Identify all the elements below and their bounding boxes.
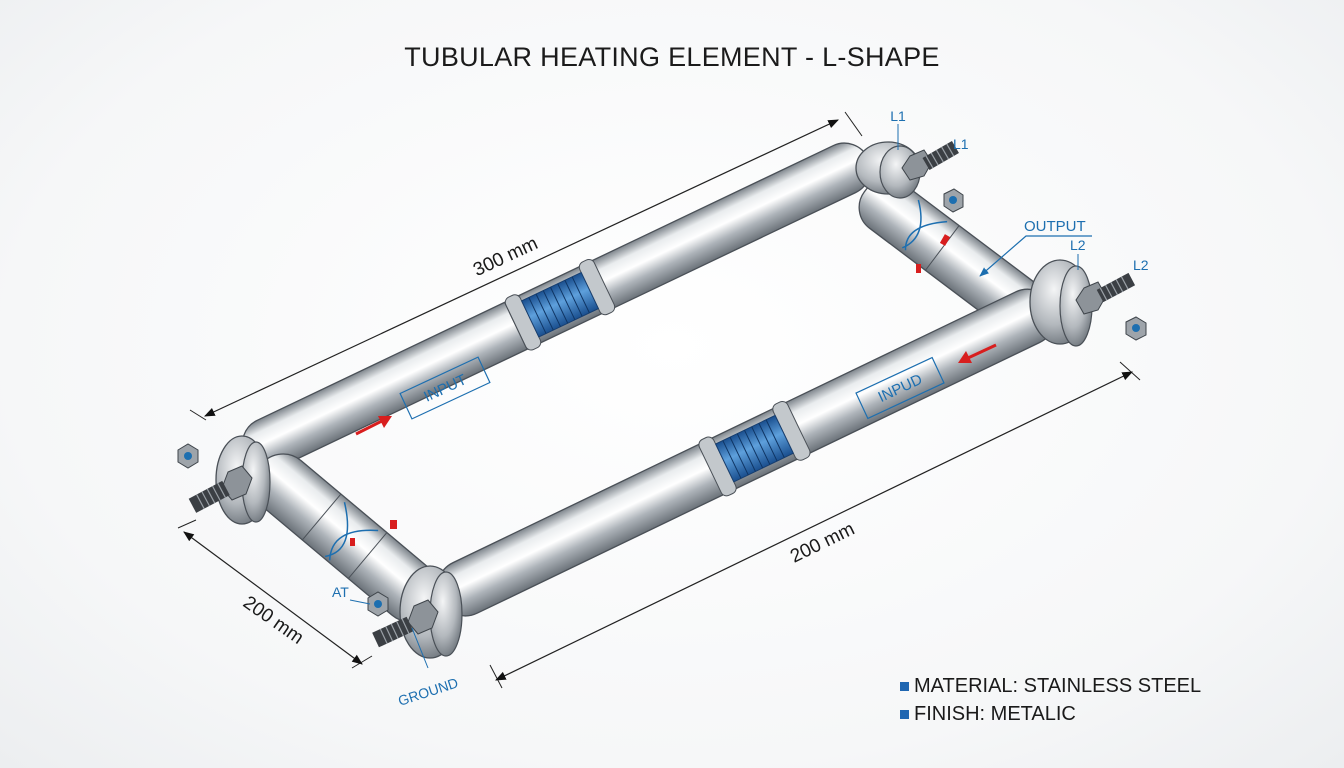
svg-text:GROUND: GROUND: [396, 674, 460, 708]
svg-text:L1: L1: [890, 108, 906, 124]
dimension-label-top: 300 mm: [470, 233, 541, 281]
flow-arrow-input-right: [958, 343, 997, 363]
callout-at: AT: [332, 584, 371, 605]
svg-text:L2: L2: [1133, 257, 1149, 273]
terminal-l2: [1029, 259, 1147, 347]
dimension-label-left: 200 mm: [239, 592, 307, 649]
legend-item-finish: FINISH: METALIC: [900, 700, 1201, 728]
dimension-top: 300 mm: [189, 111, 863, 421]
callout-l2-left: L2: [1070, 237, 1086, 270]
callout-l1-top: L1: [890, 108, 906, 150]
callout-l2-right: L2: [1133, 257, 1149, 273]
dimension-label-bottom: 200 mm: [787, 519, 858, 568]
legend: MATERIAL: STAINLESS STEEL FINISH: METALI…: [900, 672, 1201, 728]
flow-arrow-input-left: [355, 416, 392, 436]
legend-item-material: MATERIAL: STAINLESS STEEL: [900, 672, 1201, 700]
svg-text:AT: AT: [332, 584, 349, 600]
svg-text:OUTPUT: OUTPUT: [1024, 218, 1086, 235]
terminal-left: [177, 435, 271, 525]
tube-front-long: [436, 288, 1057, 617]
diagram-title: TUBULAR HEATING ELEMENT - L-SHAPE: [404, 42, 940, 72]
legend-square-icon: [900, 681, 909, 691]
terminal-l1: [855, 140, 964, 213]
callout-l1-side: L1: [953, 136, 969, 152]
svg-text:L2: L2: [1070, 237, 1086, 253]
callout-output: OUTPUT: [979, 218, 1092, 277]
legend-square-icon: [900, 709, 909, 719]
svg-text:L1: L1: [953, 136, 969, 152]
